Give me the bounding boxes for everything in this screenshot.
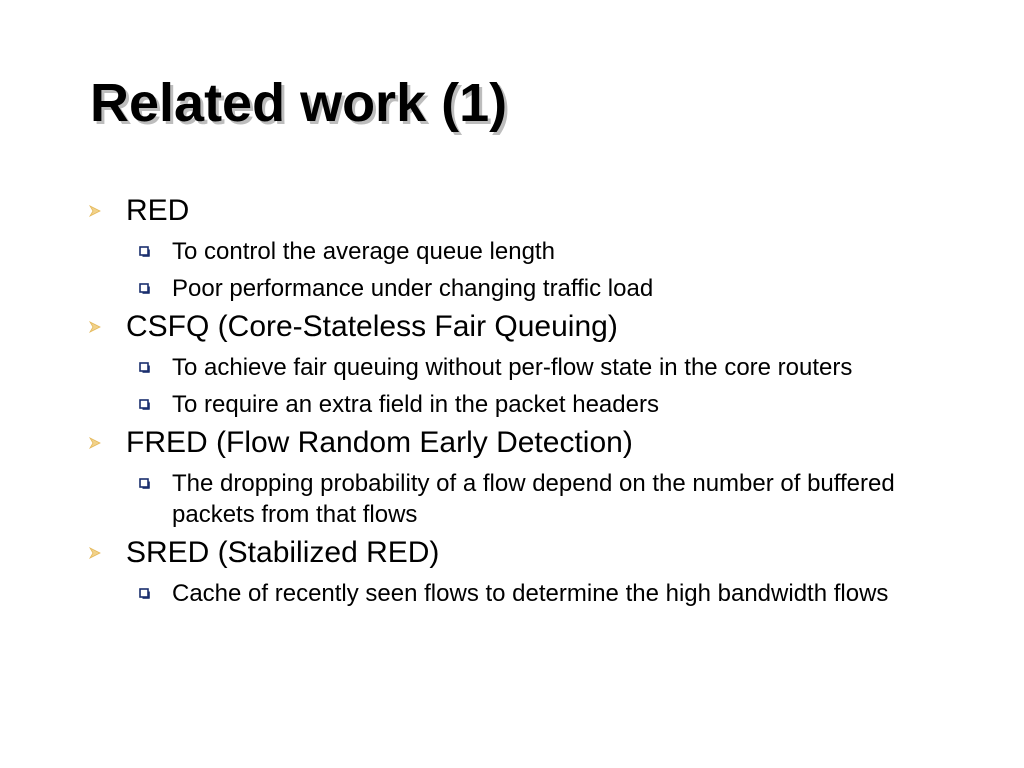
slide-title: Related work (1) <box>90 73 508 133</box>
sub-bullet-text: Poor performance under changing traffic … <box>172 275 654 302</box>
sub-bullet-text: To control the average queue length <box>172 238 555 265</box>
arrow-bullet-icon <box>88 205 101 217</box>
bullet-item-csfq: CSFQ (Core-Stateless Fair Queuing) <box>88 308 968 346</box>
square-bullet-icon <box>139 362 150 373</box>
sub-bullet-item: The dropping probability of a flow depen… <box>88 468 968 530</box>
sub-bullet-item: To achieve fair queuing without per-flow… <box>88 352 968 383</box>
square-bullet-icon <box>139 399 150 410</box>
square-bullet-icon <box>139 283 150 294</box>
sub-bullet-text: The dropping probability of a flow depen… <box>172 470 895 528</box>
square-bullet-icon <box>139 478 150 489</box>
arrow-bullet-icon <box>88 437 101 449</box>
sub-bullet-item: To require an extra field in the packet … <box>88 389 968 420</box>
square-bullet-icon <box>139 246 150 257</box>
sub-bullet-item: Cache of recently seen flows to determin… <box>88 578 968 609</box>
bullet-list: RED To control the average queue length … <box>88 192 968 611</box>
sub-bullet-text: To require an extra field in the packet … <box>172 391 659 418</box>
square-bullet-icon <box>139 588 150 599</box>
arrow-bullet-icon <box>88 547 101 559</box>
bullet-label: RED <box>126 194 190 227</box>
sub-bullet-text: Cache of recently seen flows to determin… <box>172 580 889 607</box>
arrow-bullet-icon <box>88 321 101 333</box>
sub-bullet-list: To control the average queue length Poor… <box>88 236 968 304</box>
sub-bullet-item: To control the average queue length <box>88 236 968 267</box>
bullet-item-fred: FRED (Flow Random Early Detection) <box>88 424 968 462</box>
bullet-item-red: RED <box>88 192 968 230</box>
sub-bullet-item: Poor performance under changing traffic … <box>88 273 968 304</box>
sub-bullet-list: Cache of recently seen flows to determin… <box>88 578 968 609</box>
bullet-label: CSFQ (Core-Stateless Fair Queuing) <box>126 310 618 343</box>
bullet-item-sred: SRED (Stabilized RED) <box>88 534 968 572</box>
sub-bullet-text: To achieve fair queuing without per-flow… <box>172 354 853 381</box>
sub-bullet-list: The dropping probability of a flow depen… <box>88 468 968 530</box>
bullet-label: FRED (Flow Random Early Detection) <box>126 426 633 459</box>
bullet-label: SRED (Stabilized RED) <box>126 536 440 569</box>
sub-bullet-list: To achieve fair queuing without per-flow… <box>88 352 968 420</box>
